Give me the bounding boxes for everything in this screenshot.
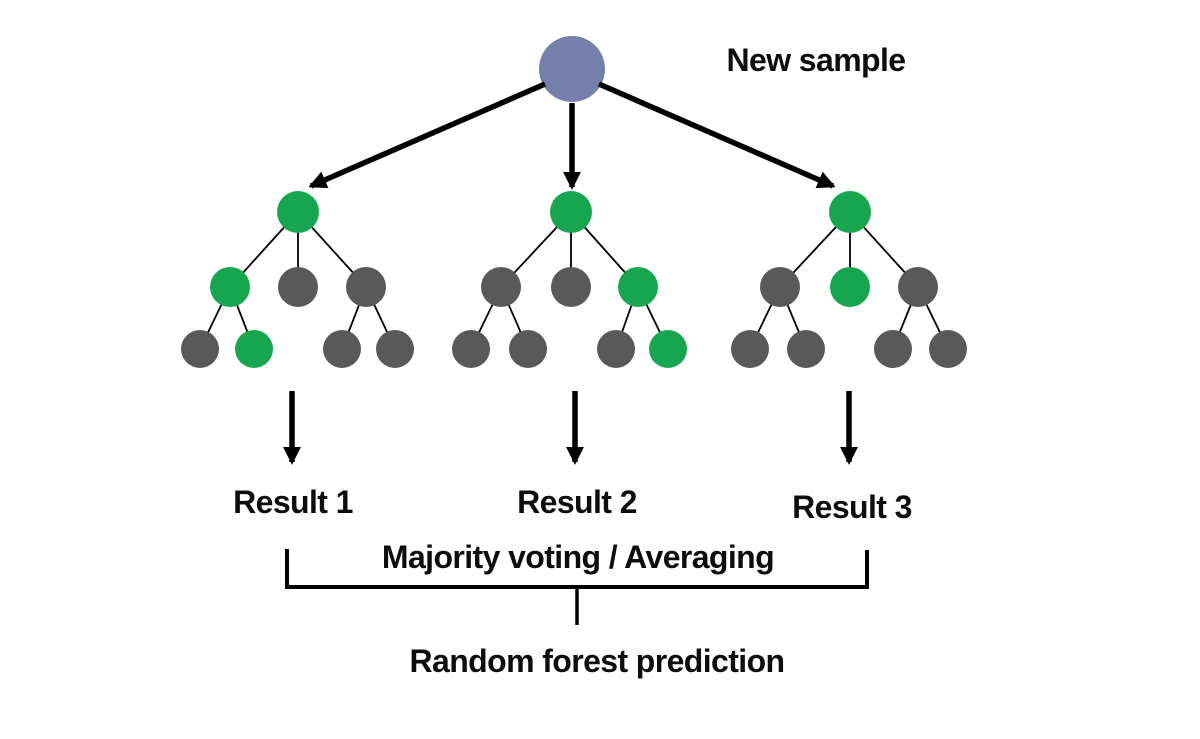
arrow-to-tree-3 [597,81,836,189]
tree-1-l3-3-node [376,330,414,368]
new-sample-node [539,36,605,102]
tree-3-l3-0-node [731,330,769,368]
result-2-label: Result 2 [517,484,637,520]
tree-1-l2-0-node [210,267,250,307]
tree-3-root-node [829,191,871,233]
result-1-label: Result 1 [233,484,353,520]
new-sample-label: New sample [726,42,907,78]
tree-1-l3-0-node [181,330,219,368]
tree-2-l2-0-node [481,267,521,307]
tree-3-l2-0-node [760,267,800,307]
tree-2-l3-3-node [649,330,687,368]
tree-3-l2-1-node [830,267,870,307]
tree-2-l2-1-node [551,267,591,307]
tree-1-root-node [277,191,319,233]
tree-1-l3-1-node [235,330,273,368]
tree-3-l3-1-node [787,330,825,368]
tree-1-l3-2-node [323,330,361,368]
tree-3-l3-2-node [874,330,912,368]
tree-1-l2-1-node [278,267,318,307]
tree-1-l2-2-node [346,267,386,307]
tree-3-l3-3-node [929,330,967,368]
result-3-label: Result 3 [792,489,912,525]
tree-3-l2-2-node [898,267,938,307]
tree-2-l3-2-node [597,330,635,368]
tree-2-l2-2-node [618,267,658,307]
tree-2-l3-1-node [509,330,547,368]
tree-2-root-node [550,191,592,233]
majority-voting-label: Majority voting / Averaging [381,539,775,575]
tree-2-l3-0-node [452,330,490,368]
random-forest-prediction-label: Random forest prediction [409,643,786,679]
arrow-to-tree-1 [308,81,547,189]
